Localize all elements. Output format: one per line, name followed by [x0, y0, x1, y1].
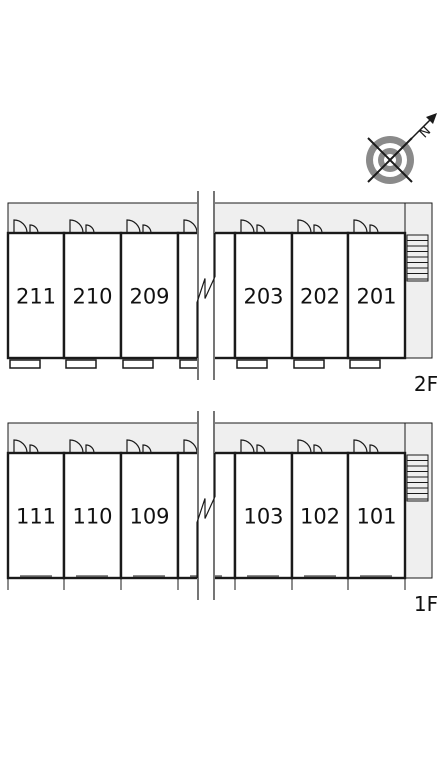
room-209: 209 [119, 219, 180, 369]
room-110: 110 [62, 439, 123, 590]
balcony [293, 359, 325, 369]
stair-frame [406, 454, 429, 502]
room-number: 110 [72, 505, 112, 529]
room-number: 211 [16, 285, 56, 309]
door-icon [126, 439, 141, 454]
room-201: 201 [346, 219, 407, 369]
balcony [349, 359, 381, 369]
door-icon [369, 444, 379, 454]
room-211: 211 [6, 219, 66, 369]
room-number: 102 [300, 505, 340, 529]
floor-label: 1F [414, 592, 438, 616]
room-111: 111 [6, 439, 66, 590]
break-gap [197, 411, 215, 600]
room-outline [119, 451, 180, 580]
room-101: 101 [346, 439, 407, 590]
stairs [406, 454, 429, 502]
room-number: 209 [129, 285, 169, 309]
room-number: 103 [243, 505, 283, 529]
door-icon [85, 444, 95, 454]
room-number: 201 [356, 285, 396, 309]
break-zigzag [196, 453, 216, 578]
room-outline [346, 451, 407, 580]
room-number: 210 [72, 285, 112, 309]
door-icon [183, 439, 198, 454]
room-number: 202 [300, 285, 340, 309]
door-icon [313, 444, 323, 454]
door-icon [13, 439, 28, 454]
room-outline [6, 231, 66, 360]
room-outline [233, 451, 294, 580]
door-icon [353, 439, 368, 454]
stairs [406, 234, 429, 282]
room-number: 101 [356, 505, 396, 529]
door-icon [240, 219, 255, 234]
door-icon [369, 224, 379, 234]
room-outline [6, 451, 66, 580]
door-icon [126, 219, 141, 234]
door-icon [297, 439, 312, 454]
door-icon [297, 219, 312, 234]
door-icon [142, 224, 152, 234]
stair-frame [406, 234, 429, 282]
room-109: 109 [119, 439, 180, 590]
compass-icon: N [366, 113, 437, 184]
door-icon [29, 444, 39, 454]
door-icon [183, 219, 198, 234]
break-zigzag [196, 233, 216, 358]
balcony [236, 359, 268, 369]
balcony [122, 359, 154, 369]
room-number: 203 [243, 285, 283, 309]
compass-north-label: N [417, 124, 434, 141]
door-icon [256, 444, 266, 454]
room-number: 109 [129, 505, 169, 529]
door-icon [353, 219, 368, 234]
room-outline [62, 231, 123, 360]
room-203: 203 [233, 219, 294, 369]
room-outline [290, 231, 350, 360]
balcony [9, 359, 41, 369]
door-icon [85, 224, 95, 234]
floor-1F: 111 110 109 103 102 101 1F [6, 411, 438, 616]
room-102: 102 [290, 439, 350, 590]
room-202: 202 [290, 219, 350, 369]
break-gap [197, 191, 215, 380]
door-icon [69, 219, 84, 234]
room-210: 210 [62, 219, 123, 369]
balcony [65, 359, 97, 369]
floor-label: 2F [414, 372, 438, 396]
floor-2F: 211 210 209 203 202 201 2F [6, 191, 438, 396]
room-outline [62, 451, 123, 580]
door-icon [313, 224, 323, 234]
door-icon [240, 439, 255, 454]
room-outline [346, 231, 407, 360]
door-icon [256, 224, 266, 234]
door-icon [29, 224, 39, 234]
room-outline [233, 231, 294, 360]
door-icon [13, 219, 28, 234]
door-icon [142, 444, 152, 454]
door-icon [69, 439, 84, 454]
room-number: 111 [16, 505, 56, 529]
room-103: 103 [233, 439, 294, 590]
room-outline [119, 231, 180, 360]
